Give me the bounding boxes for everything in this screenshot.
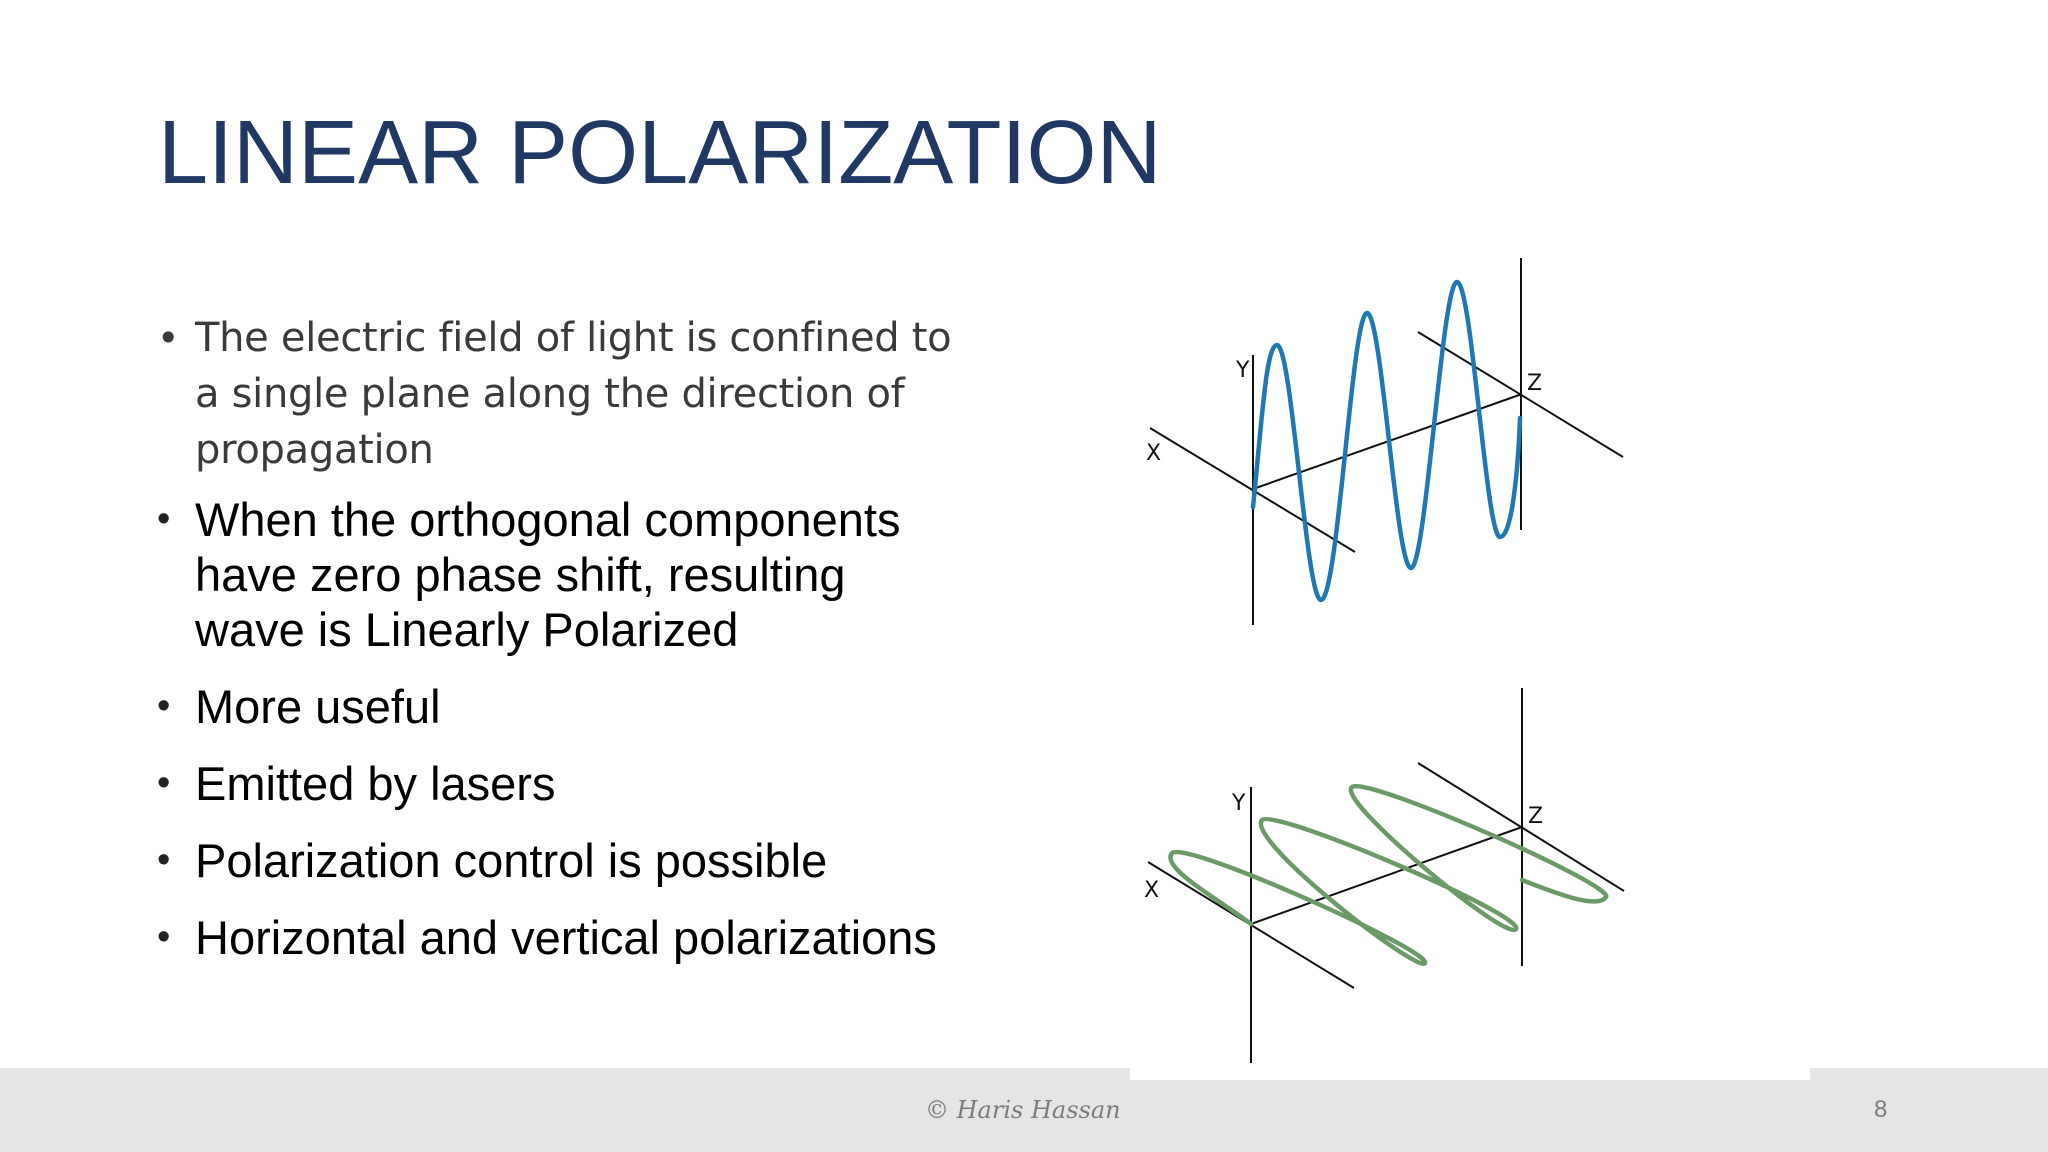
bullet-icon: • bbox=[157, 498, 171, 540]
z-axis-line bbox=[1250, 826, 1523, 925]
bullet-item: • The electric field of light is confine… bbox=[155, 310, 1035, 478]
bullet-line: propagation bbox=[195, 427, 434, 473]
green-wave bbox=[1168, 783, 1609, 966]
horizontal-polarization-diagram: Y Z X bbox=[1144, 688, 1625, 1063]
bullet-icon: • bbox=[157, 762, 171, 804]
bullet-icon: • bbox=[157, 316, 180, 360]
bullet-text: Emitted by lasers bbox=[195, 757, 556, 810]
bullet-item: • Emitted by lasers bbox=[155, 756, 1035, 811]
x-axis-label: X bbox=[1146, 441, 1161, 466]
z-axis-label: Z bbox=[1527, 371, 1542, 396]
bullet-item: • More useful bbox=[155, 679, 1035, 734]
bullet-line: wave is Linearly Polarized bbox=[195, 603, 739, 656]
bullet-item: • When the orthogonal components have ze… bbox=[155, 492, 1035, 657]
bullet-item: • Horizontal and vertical polarizations bbox=[155, 910, 1035, 965]
bullet-icon: • bbox=[157, 839, 171, 881]
bullet-item: • Polarization control is possible bbox=[155, 833, 1035, 888]
bullet-text: More useful bbox=[195, 680, 441, 733]
y-axis-label: Y bbox=[1231, 791, 1246, 816]
z-axis-label: Z bbox=[1528, 804, 1543, 829]
right-x-line bbox=[1417, 331, 1624, 458]
figure-panel bbox=[1130, 240, 1810, 1080]
y-axis-label: Y bbox=[1235, 358, 1250, 383]
bullet-line: When the orthogonal components bbox=[195, 493, 901, 546]
copyright-credit: © Haris Hassan bbox=[925, 1096, 1121, 1124]
x-axis-label: X bbox=[1144, 878, 1159, 903]
bullet-text: Horizontal and vertical polarizations bbox=[195, 911, 937, 964]
bullet-text: Polarization control is possible bbox=[195, 834, 828, 887]
page-number: 8 bbox=[1874, 1096, 1888, 1123]
right-x-line bbox=[1417, 762, 1625, 892]
slide-title: LINEAR POLARIZATION bbox=[158, 103, 1162, 203]
bullet-icon: • bbox=[157, 916, 171, 958]
figure-panel-bottom-edge bbox=[1130, 1068, 1810, 1080]
blue-wave bbox=[1250, 279, 1523, 603]
bullet-icon: • bbox=[157, 685, 171, 727]
bullet-line: a single plane along the direction of bbox=[195, 371, 905, 417]
vertical-polarization-diagram: Y Z X bbox=[1146, 258, 1624, 625]
bullet-line: have zero phase shift, resulting bbox=[195, 548, 846, 601]
bullet-line: The electric field of light is confined … bbox=[195, 315, 952, 361]
footer-bar bbox=[0, 1068, 2048, 1152]
bullet-list: • The electric field of light is confine… bbox=[155, 310, 1035, 987]
